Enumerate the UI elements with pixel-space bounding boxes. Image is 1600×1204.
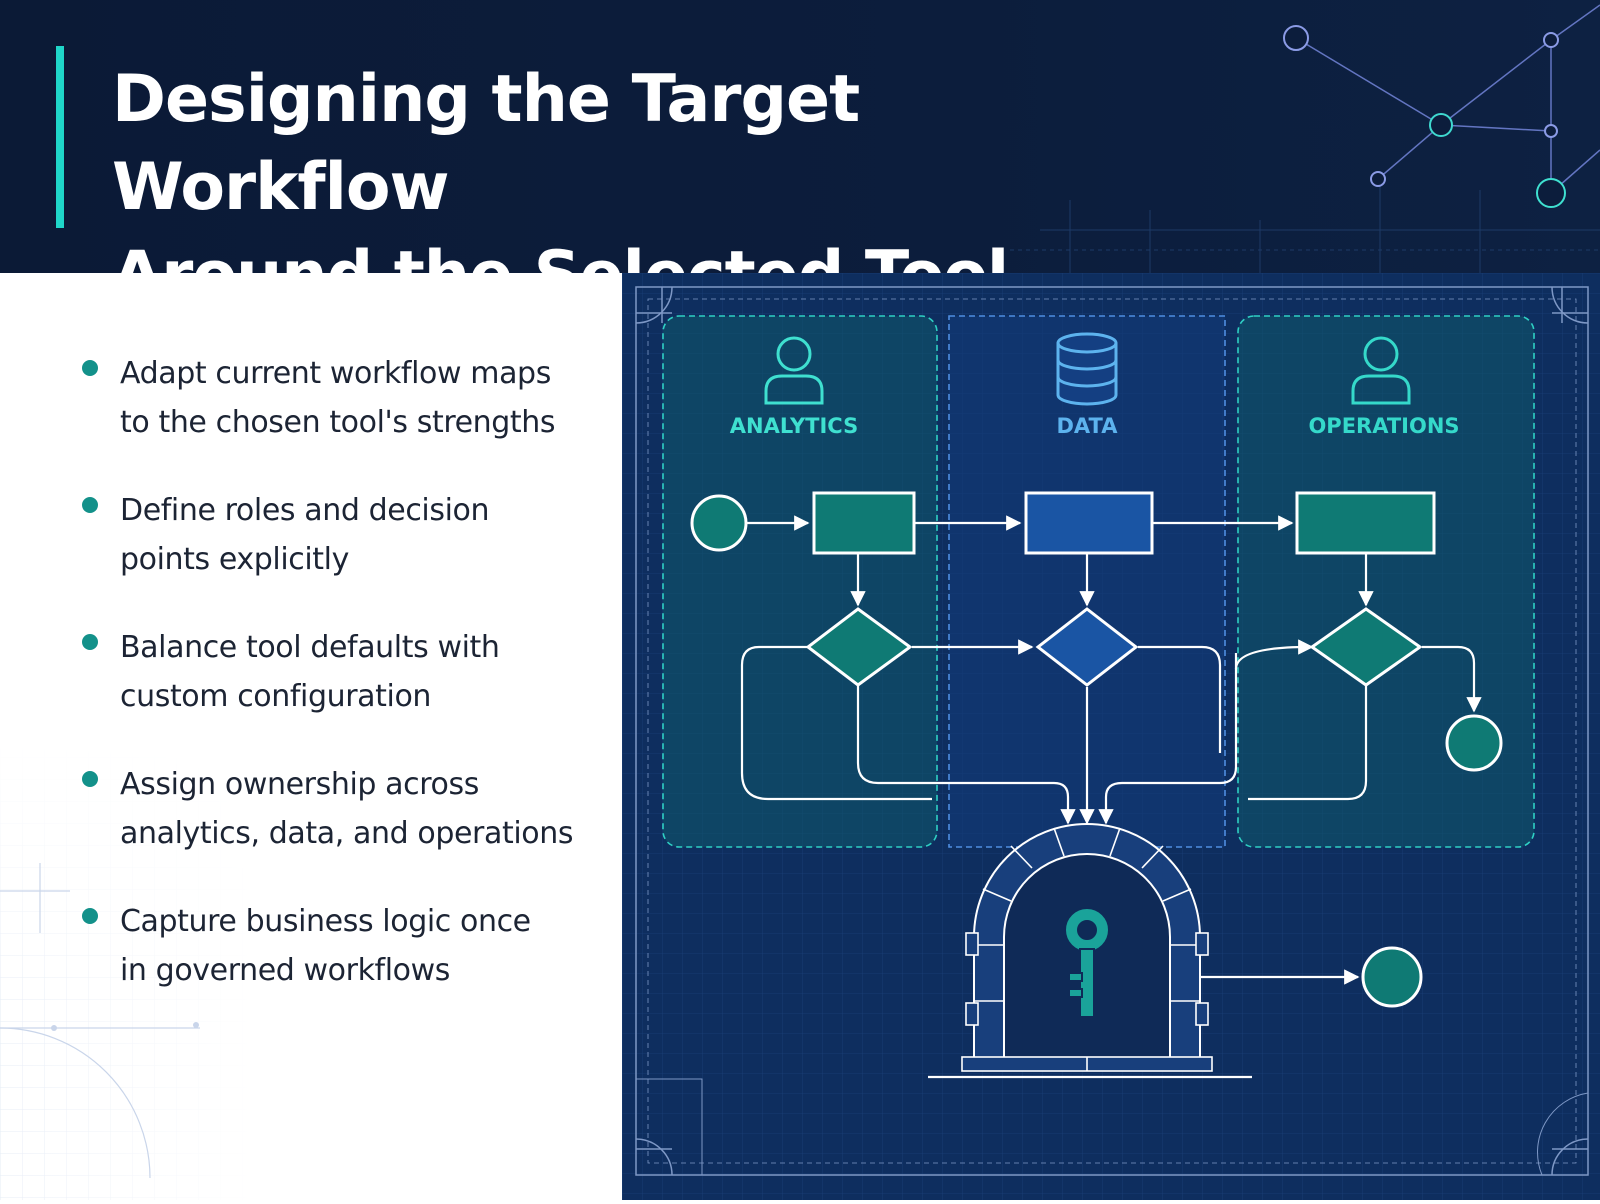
page-title: Designing the Target Workflow Around the… [112, 56, 1192, 273]
bullet-dot-icon [82, 908, 98, 924]
bullet-line-2: to the chosen tool's strengths [120, 405, 556, 440]
bullet-line-1: Define roles and decision [120, 493, 490, 528]
title-accent-bar [56, 46, 64, 228]
bullet-line-1: Balance tool defaults with [120, 630, 500, 665]
bullet-item: Define roles and decision points explici… [80, 486, 600, 623]
user-icon [1351, 336, 1411, 405]
lane-label-operations: OPERATIONS [1308, 414, 1459, 438]
bullet-item: Adapt current workflow maps to the chose… [80, 349, 600, 486]
bullet-dot-icon [82, 771, 98, 787]
workflow-diagram-canvas: ANALYTICS DATA OPERATIONS [622, 273, 1600, 1200]
header: Designing the Target Workflow Around the… [0, 0, 1600, 273]
analytics-task [812, 491, 916, 555]
bullet-line-1: Assign ownership across [120, 767, 479, 802]
blueprint-frame [635, 286, 1589, 1176]
final-end-event [1361, 946, 1423, 1008]
operations-end-event [1445, 714, 1503, 772]
grid-decoration [0, 743, 420, 1200]
bullet-list: Adapt current workflow maps to the chose… [80, 349, 600, 1034]
operations-task [1295, 491, 1436, 555]
lane-analytics [662, 315, 938, 848]
database-icon [1056, 332, 1118, 406]
lane-operations [1237, 315, 1535, 848]
workflow-diagram: ANALYTICS DATA OPERATIONS [622, 273, 1600, 1200]
network-decoration [1010, 4, 1600, 273]
lane-label-data: DATA [1056, 414, 1118, 438]
bullet-line-1: Adapt current workflow maps [120, 356, 551, 391]
bullet-line-1: Capture business logic once [120, 904, 531, 939]
title-line-2: Around the Selected Tool [112, 232, 1192, 273]
data-decision [1035, 607, 1139, 687]
bullet-dot-icon [82, 360, 98, 376]
bullet-line-2: analytics, data, and operations [120, 816, 574, 851]
bullet-item: Capture business logic once in governed … [80, 897, 600, 1034]
bullet-line-2: custom configuration [120, 679, 432, 714]
bullet-item: Assign ownership across analytics, data,… [80, 760, 600, 897]
data-task [1024, 491, 1154, 555]
bullet-dot-icon [82, 634, 98, 650]
title-line-1: Designing the Target Workflow [112, 62, 860, 225]
bullet-line-2: points explicitly [120, 542, 349, 577]
lane-label-analytics: ANALYTICS [730, 414, 858, 438]
analytics-decision [805, 607, 913, 687]
start-event [690, 494, 748, 552]
operations-decision [1309, 607, 1423, 687]
user-icon [764, 336, 824, 405]
bullet-item: Balance tool defaults with custom config… [80, 623, 600, 760]
bullet-dot-icon [82, 497, 98, 513]
flow-connectors [740, 515, 1482, 1079]
bullet-panel: Adapt current workflow maps to the chose… [0, 273, 622, 1200]
key-icon [1064, 907, 1110, 1018]
bullet-line-2: in governed workflows [120, 953, 450, 988]
